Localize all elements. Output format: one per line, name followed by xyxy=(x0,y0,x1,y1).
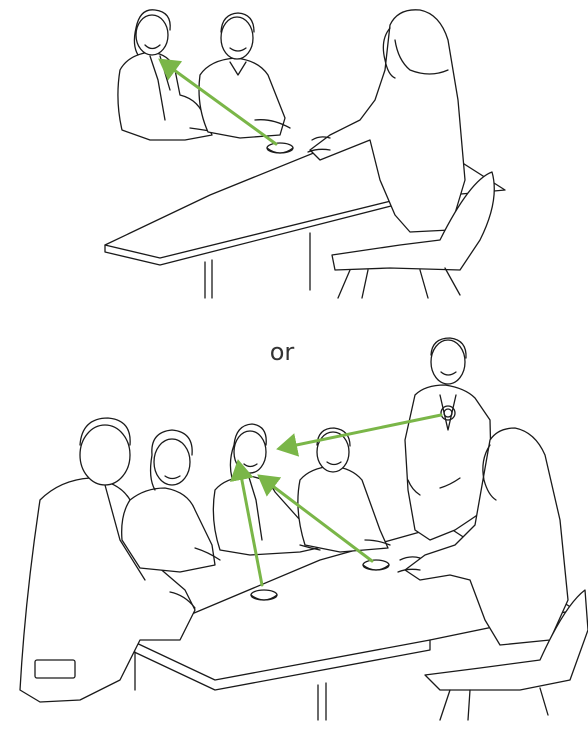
bottom-microphone-left xyxy=(251,590,277,600)
top-man-middle xyxy=(199,13,290,138)
bottom-microphone-right xyxy=(363,560,389,570)
bottom-man-middle xyxy=(298,428,390,552)
bottom-scene xyxy=(20,338,588,720)
bottom-woman-second xyxy=(122,430,220,572)
top-scene xyxy=(105,10,505,298)
top-microphone xyxy=(267,143,293,153)
or-divider-label: or xyxy=(262,338,302,366)
